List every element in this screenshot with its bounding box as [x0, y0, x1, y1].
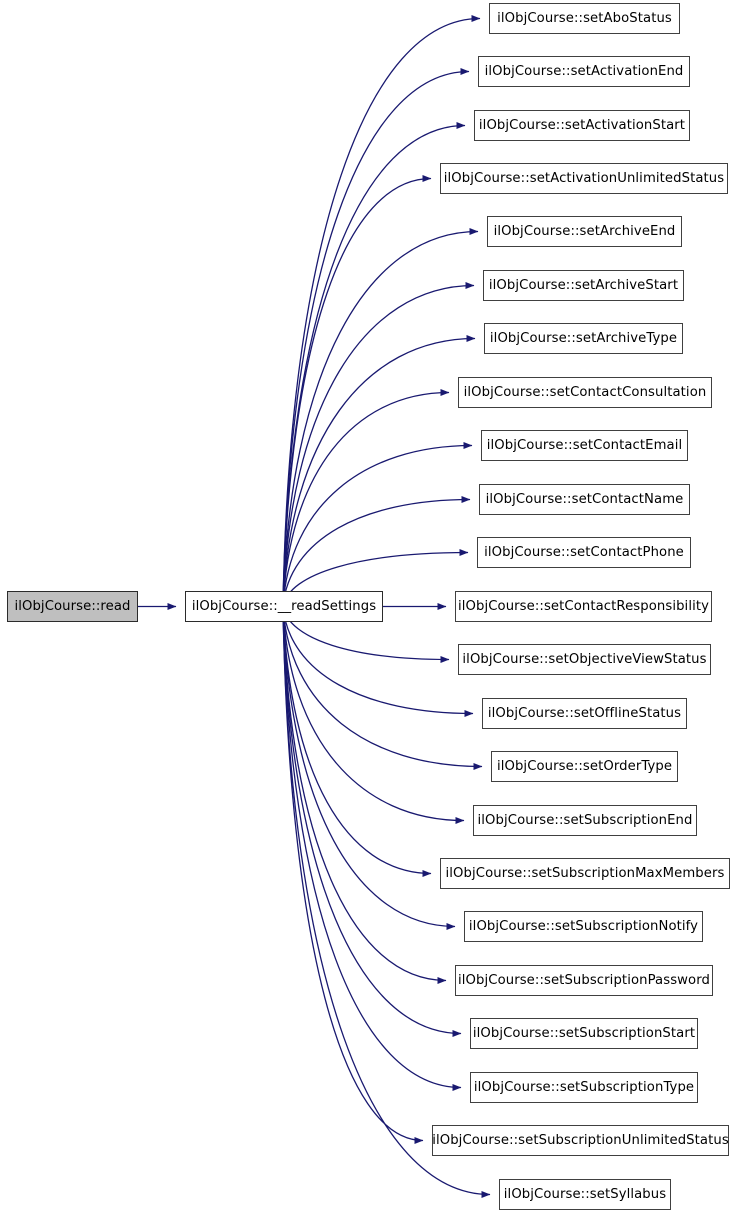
node-target-label: ilObjCourse::setContactConsultation	[463, 384, 707, 400]
node-target[interactable]: ilObjCourse::setContactEmail	[481, 430, 688, 461]
node-target-label: ilObjCourse::setContactPhone	[484, 544, 684, 560]
node-target[interactable]: ilObjCourse::setContactPhone	[477, 537, 691, 568]
node-target[interactable]: ilObjCourse::setAboStatus	[489, 3, 680, 34]
node-target-label: ilObjCourse::setSubscriptionStart	[472, 1025, 696, 1041]
node-target-label: ilObjCourse::setActivationUnlimitedStatu…	[443, 170, 725, 186]
node-target[interactable]: ilObjCourse::setContactResponsibility	[455, 591, 712, 622]
node-target-label: ilObjCourse::setOfflineStatus	[487, 705, 682, 721]
node-root[interactable]: ilObjCourse::read	[7, 591, 138, 622]
node-root-label: ilObjCourse::read	[14, 598, 131, 614]
node-target-label: ilObjCourse::setContactName	[485, 491, 684, 507]
node-target[interactable]: ilObjCourse::setOfflineStatus	[482, 698, 687, 729]
node-target-label: ilObjCourse::setSubscriptionMaxMembers	[445, 865, 725, 881]
edge-hub-to-target-3	[282, 175, 432, 607]
node-target-label: ilObjCourse::setArchiveEnd	[493, 223, 676, 239]
node-hub-label: ilObjCourse::__readSettings	[191, 598, 377, 614]
node-target-label: ilObjCourse::setSubscriptionType	[473, 1079, 695, 1095]
edge-hub-to-target-4	[282, 228, 479, 607]
node-target-label: ilObjCourse::setAboStatus	[497, 10, 672, 26]
node-target[interactable]: ilObjCourse::setSubscriptionMaxMembers	[440, 858, 730, 889]
edge-hub-to-target-2	[282, 122, 466, 607]
edge-hub-to-target-15	[282, 606, 465, 824]
node-target[interactable]: ilObjCourse::setSubscriptionNotify	[464, 911, 703, 942]
node-target[interactable]: ilObjCourse::setSubscriptionStart	[470, 1018, 698, 1049]
node-target-label: ilObjCourse::setActivationStart	[478, 117, 686, 133]
node-target[interactable]: ilObjCourse::setContactConsultation	[458, 377, 712, 408]
edge-hub-to-target-17	[282, 606, 456, 930]
node-target[interactable]: ilObjCourse::setSubscriptionEnd	[473, 805, 697, 836]
node-target[interactable]: ilObjCourse::setOrderType	[491, 751, 678, 782]
edge-hub-to-target-21	[282, 606, 424, 1144]
node-target-label: ilObjCourse::setContactResponsibility	[457, 598, 710, 614]
node-target-label: ilObjCourse::setArchiveType	[489, 330, 678, 346]
node-target[interactable]: ilObjCourse::setSubscriptionUnlimitedSta…	[432, 1125, 729, 1156]
node-target[interactable]: ilObjCourse::setContactName	[479, 484, 690, 515]
node-target[interactable]: ilObjCourse::setArchiveType	[484, 323, 683, 354]
edge-hub-to-target-18	[282, 606, 447, 984]
node-target[interactable]: ilObjCourse::setActivationEnd	[478, 56, 690, 87]
node-target-label: ilObjCourse::setActivationEnd	[484, 63, 684, 79]
node-target-label: ilObjCourse::setSubscriptionUnlimitedSta…	[432, 1132, 729, 1148]
node-hub[interactable]: ilObjCourse::__readSettings	[185, 591, 383, 622]
edge-hub-to-target-19	[282, 606, 462, 1037]
node-target[interactable]: ilObjCourse::setActivationStart	[474, 110, 690, 141]
node-target-label: ilObjCourse::setSubscriptionEnd	[477, 812, 693, 828]
edge-hub-to-target-13	[282, 606, 474, 717]
edge-hub-to-target-20	[282, 606, 462, 1091]
node-target[interactable]: ilObjCourse::setSubscriptionType	[470, 1072, 698, 1103]
node-target[interactable]: ilObjCourse::setArchiveStart	[483, 270, 684, 301]
edge-hub-to-target-6	[282, 335, 476, 607]
edge-hub-to-target-1	[282, 68, 470, 607]
edge-hub-to-target-14	[282, 606, 483, 770]
edge-hub-to-target-0	[282, 15, 481, 607]
node-target-label: ilObjCourse::setArchiveStart	[488, 277, 679, 293]
node-target[interactable]: ilObjCourse::setActivationUnlimitedStatu…	[440, 163, 728, 194]
node-target[interactable]: ilObjCourse::setSubscriptionPassword	[455, 965, 713, 996]
node-target-label: ilObjCourse::setContactEmail	[486, 437, 683, 453]
edge-hub-to-target-5	[282, 282, 475, 607]
node-target[interactable]: ilObjCourse::setSyllabus	[499, 1179, 671, 1210]
node-target-label: ilObjCourse::setSubscriptionNotify	[468, 918, 699, 934]
node-target-label: ilObjCourse::setObjectiveViewStatus	[462, 651, 707, 667]
node-target-label: ilObjCourse::setSyllabus	[503, 1186, 667, 1202]
edge-hub-to-target-16	[282, 606, 432, 877]
edge-hub-to-target-8	[282, 442, 473, 607]
node-target[interactable]: ilObjCourse::setArchiveEnd	[487, 216, 682, 247]
node-target[interactable]: ilObjCourse::setObjectiveViewStatus	[458, 644, 711, 675]
edge-hub-to-target-22	[282, 606, 491, 1198]
edge-hub-to-target-7	[282, 389, 450, 607]
node-target-label: ilObjCourse::setOrderType	[496, 758, 673, 774]
node-target-label: ilObjCourse::setSubscriptionPassword	[458, 972, 710, 988]
